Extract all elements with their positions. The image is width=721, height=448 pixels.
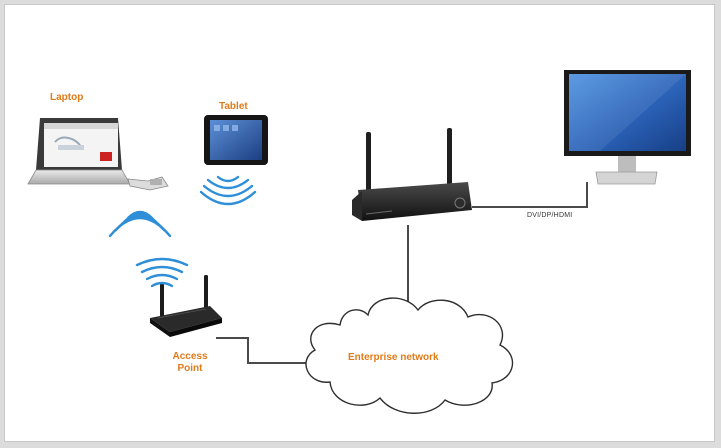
laptop-label: Laptop xyxy=(50,92,84,103)
wifi-waves-icon xyxy=(108,175,257,288)
tablet-label: Tablet xyxy=(219,101,248,112)
tablet-icon xyxy=(204,115,268,165)
cables xyxy=(216,182,588,364)
access-point-icon xyxy=(150,275,222,337)
access-point-label-line2: Point xyxy=(177,363,203,374)
cable-router-to-monitor xyxy=(472,182,588,208)
access-point-label: Access Point xyxy=(160,351,220,375)
video-link-label: DVI/DP/HDMI xyxy=(527,212,573,219)
presentation-router-icon xyxy=(352,128,472,221)
access-point-label-line1: Access xyxy=(172,351,208,362)
cloud-icon xyxy=(305,297,514,414)
monitor-icon xyxy=(564,70,691,185)
laptop-icon xyxy=(27,118,169,191)
enterprise-network-label: Enterprise network xyxy=(348,352,439,363)
cable-ap-to-cloud xyxy=(216,337,322,364)
